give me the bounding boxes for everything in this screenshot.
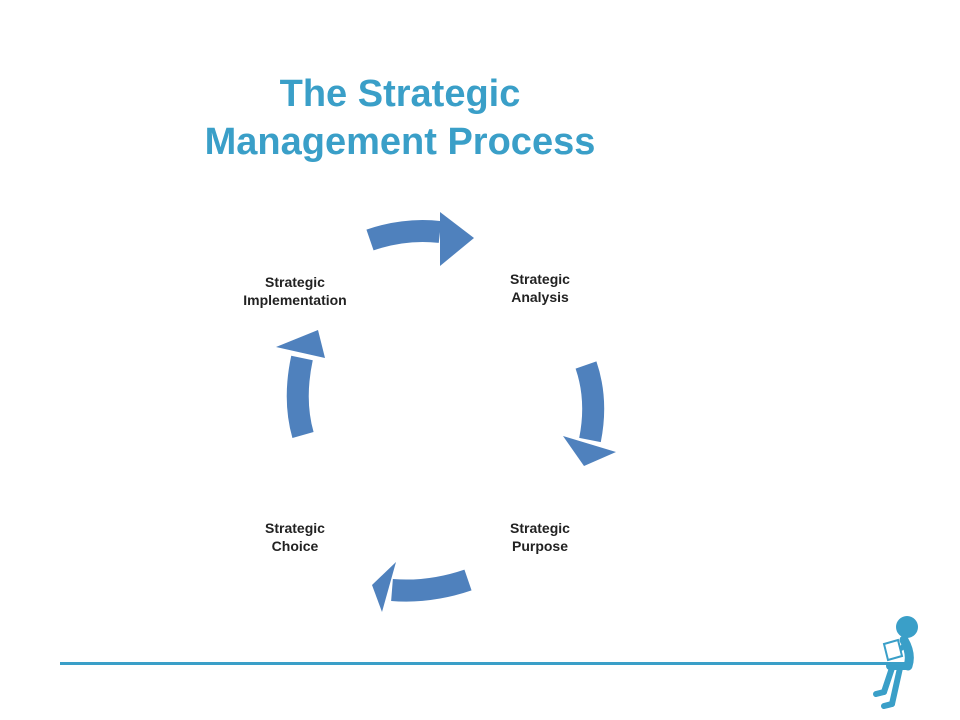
cycle-node-purpose: Strategic Purpose [450,519,630,555]
sitting-person-reading-icon [873,616,918,709]
node-analysis-line-1: Strategic [510,271,570,287]
cycle-node-choice: Strategic Choice [205,519,385,555]
cycle-arrow-choice-to-implementation [276,330,325,439]
cycle-arrow-purpose-to-choice [372,562,472,612]
node-implementation-line-2: Implementation [243,292,347,308]
footer-divider [60,662,910,665]
node-analysis-line-2: Analysis [511,289,569,305]
node-implementation-line-1: Strategic [265,274,325,290]
cycle-arrow-analysis-to-purpose [563,361,616,466]
title-line-2: Management Process [204,121,596,163]
cycle-arrow-implementation-to-analysis [366,212,474,266]
cycle-node-analysis: Strategic Analysis [450,270,630,306]
node-purpose-line-1: Strategic [510,520,570,536]
node-choice-line-2: Choice [271,538,319,554]
node-choice-line-1: Strategic [265,520,325,536]
slide-title: The Strategic Management Process [150,70,650,166]
node-purpose-line-2: Purpose [511,538,568,554]
title-line-1: The Strategic [279,73,521,115]
cycle-node-implementation: Strategic Implementation [205,273,385,309]
